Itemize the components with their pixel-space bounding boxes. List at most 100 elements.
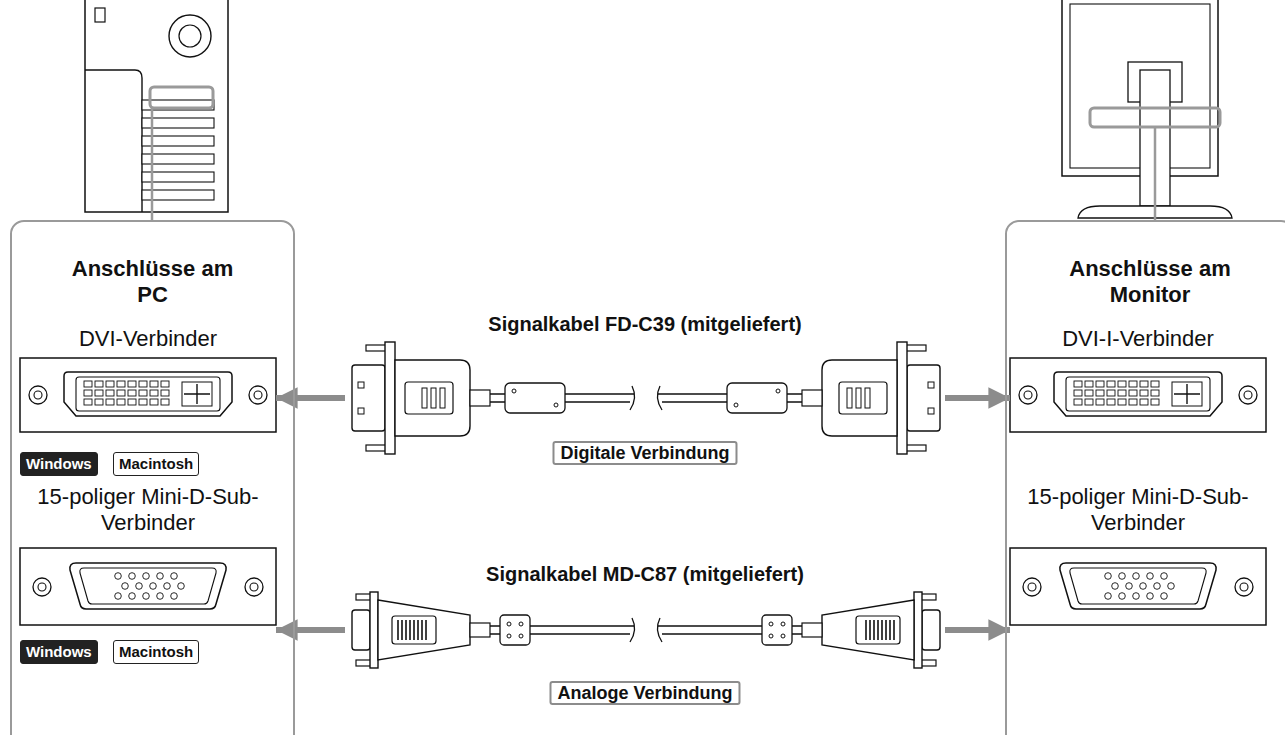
pin [1107,381,1115,387]
port-name: DVI-Verbinder [20,326,276,352]
pin [1133,573,1140,580]
pin [157,573,164,580]
ferrite-dot [519,622,523,626]
screw-hole [254,391,262,399]
grip-rib [885,620,887,640]
analog-cross [184,384,210,404]
cable-arrow [945,395,1010,401]
pin [1074,399,1082,405]
plug-face [922,610,940,650]
screw-hole [1240,583,1248,591]
screw [1019,386,1037,404]
ferrite-dot [554,403,558,407]
socket-frame [1010,548,1266,625]
cable-arrow [276,627,345,633]
pin [117,399,125,405]
pin [95,390,103,396]
pin [1119,593,1126,600]
pin [1096,399,1104,405]
port-highlight [1090,108,1220,127]
pin [143,593,150,600]
thumb-screw [906,345,926,351]
pin [1168,583,1175,590]
connector-panel: Anschlüsse am PC DVI-VerbinderWindows Maci… [10,220,295,735]
pin [1154,583,1161,590]
pin [122,583,129,590]
plug-right [657,342,940,454]
port-name: 15-poliger Mini-D-Sub-Verbinder [1010,484,1266,536]
grip-rib [865,388,870,408]
plug-right [657,592,940,668]
break-mark [657,386,662,410]
grip-rib [877,620,879,640]
port-name: 15-poliger Mini-D-Sub-Verbinder [20,484,276,536]
plug-left [352,342,635,454]
plug-flange [897,342,907,454]
ferrite-dot [781,622,785,626]
pin [1151,399,1159,405]
screw [1235,578,1253,596]
pin [84,381,92,387]
screw-hole [1244,391,1252,399]
pin [1074,381,1082,387]
os-name: Windows [21,641,97,663]
signal-cable: Signalkabel FD-C39 (mitgeliefert)Digital… [345,312,945,465]
plug-grip [392,616,436,644]
plug-grip [405,382,453,414]
os-badge: Windows [20,452,98,476]
screw [245,578,263,596]
power-button [95,8,105,22]
pin [1096,390,1104,396]
pin [161,399,169,405]
dvi-cable [352,342,940,454]
grip-rib [425,620,427,640]
grip-rib [889,620,891,640]
ferrite-dot [769,622,773,626]
pin [139,399,147,405]
pin [1107,390,1115,396]
grip-rib [881,620,883,640]
screw [249,386,267,404]
port-group: 15-poliger Mini-D-Sub-Verbinder [20,484,276,634]
monitor [1062,0,1232,220]
grip-rib [413,620,415,640]
cable-name: Signalkabel FD-C39 (mitgeliefert) [345,312,945,336]
pin [84,390,92,396]
thumb-screw [921,660,936,666]
pin [1119,573,1126,580]
pin [143,573,150,580]
d-shell [70,563,226,609]
strain-relief [802,390,822,406]
pin [150,381,158,387]
pin [128,399,136,405]
pin [106,399,114,405]
grip-rib [869,620,871,640]
connector-panel: Anschlüsse am MonitorDVI-I-Verbinder 15-p… [1005,220,1285,735]
pin [95,381,103,387]
pin [1129,381,1137,387]
panel-heading: Anschlüsse am Monitor [1060,256,1240,308]
ferrite-core [500,615,530,645]
panel-heading: Anschlüsse am PC [63,256,243,308]
port-group: DVI-I-Verbinder [1010,326,1266,434]
vga-socket [1010,548,1266,625]
plug-pin-mark [928,382,934,388]
grip-rib [873,620,875,640]
os-badge: Macintosh [113,452,199,476]
grip-rib [422,388,427,408]
pin [1085,399,1093,405]
cable-arrow [945,627,1010,633]
plug-flange [914,592,922,668]
port-group: 15-poliger Mini-D-Sub-Verbinder [1010,484,1266,634]
socket-shell [1054,372,1222,416]
plug-left [352,592,635,668]
screw [1023,578,1041,596]
pin [1118,390,1126,396]
pin [136,583,143,590]
pin [115,593,122,600]
pin [128,390,136,396]
plug-pin-mark [358,382,364,388]
break-mark [630,618,635,642]
pin [171,573,178,580]
